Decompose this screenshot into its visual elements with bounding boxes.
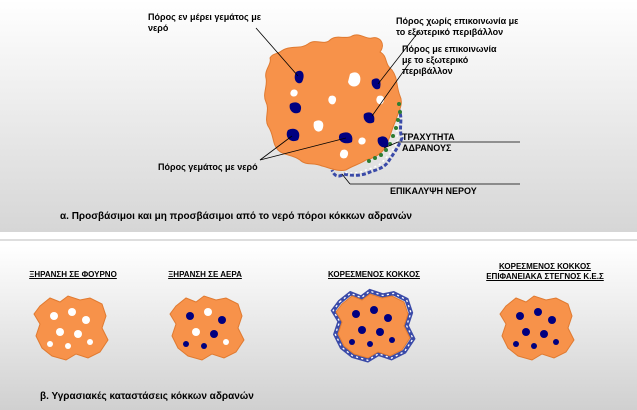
grain-oven-dry xyxy=(34,296,108,360)
label-water-coating: ΕΠΙΚΑΛΥΨΗ ΝΕΡΟΥ xyxy=(390,186,477,197)
grain-saturated xyxy=(333,291,413,360)
label-partially-filled-2: νερό xyxy=(148,23,168,34)
label-partially-filled: Πόρος εν μέρει γεμάτος με xyxy=(148,12,261,23)
label-full-water: Πόρος γεμάτος με νερό xyxy=(158,162,258,173)
label-with-communication: Πόρος με επικοινωνία xyxy=(402,44,497,55)
caption-a: α. Προσβάσιμοι και μη προσβάσιμοι από το… xyxy=(60,211,412,223)
label-with-communication-3: περιβάλλον xyxy=(402,66,453,77)
state-title-ssd: ΚΟΡΕΣΜΕΝΟΣ ΚΟΚΚΟΣ xyxy=(470,262,620,272)
grain-saturated-surface-dry xyxy=(500,296,574,360)
label-roughness-2: ΑΔΡΑΝΟΥΣ xyxy=(402,143,451,154)
label-no-communication-2: το εξωτερικό περιβάλλον xyxy=(396,27,503,38)
state-title-ssd-2: ΕΠΙΦΑΝΕΙΑΚΑ ΣΤΕΓΝΟΣ Κ.Ε.Σ xyxy=(470,272,620,282)
state-title-oven-dry: ΞΗΡΑΝΣΗ ΣΕ ΦΟΥΡΝΟ xyxy=(18,270,128,280)
label-with-communication-2: με το εξωτερικό xyxy=(402,55,468,66)
grain-air-dry xyxy=(170,296,244,360)
caption-b: β. Υγρασιακές καταστάσεις κόκκων αδρανών xyxy=(40,391,254,403)
label-roughness: ΤΡΑΧΥΤΗΤΑ xyxy=(402,132,455,143)
state-title-air-dry: ΞΗΡΑΝΣΗ ΣΕ ΑΕΡΑ xyxy=(150,270,260,280)
label-no-communication: Πόρος χωρίς επικοινωνία με xyxy=(396,16,518,27)
state-title-saturated: ΚΟΡΕΣΜΕΝΟΣ ΚΟΚΚΟΣ xyxy=(316,270,432,280)
